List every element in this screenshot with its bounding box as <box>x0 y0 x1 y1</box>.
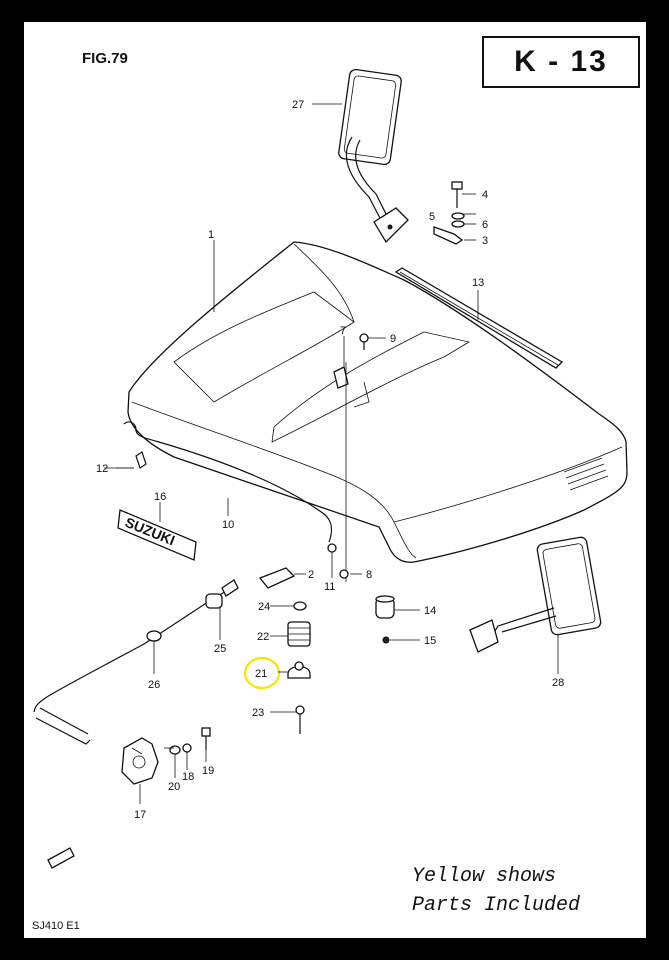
hood-striker <box>258 543 349 589</box>
callout-6: 6 <box>482 219 488 231</box>
diagram-sheet: SUZUKI <box>24 22 646 938</box>
callout-14: 14 <box>424 605 436 617</box>
hood-stay-hinge <box>333 333 369 582</box>
hood-panel <box>127 241 628 563</box>
callout-19: 19 <box>202 765 214 777</box>
callout-4: 4 <box>482 189 488 201</box>
page-code-box: K - 13 <box>482 36 640 88</box>
four-wd-badge <box>47 847 75 869</box>
callout-25: 25 <box>214 643 226 655</box>
note-line-2: Parts Included <box>412 894 581 917</box>
callout-5: 5 <box>429 211 435 223</box>
callout-10: 10 <box>222 519 234 531</box>
callout-15: 15 <box>424 635 436 647</box>
callout-3: 3 <box>482 235 488 247</box>
callout-26: 26 <box>148 679 160 691</box>
lock-spring-group <box>287 601 311 734</box>
callout-11: 11 <box>324 581 335 593</box>
hood-rubber-cushion <box>375 595 395 644</box>
parts-included-note: Yellow shows Parts Included <box>412 862 580 920</box>
mirror-left <box>338 68 409 244</box>
weatherstrip <box>394 267 564 369</box>
figure-title: FIG.79 <box>82 50 128 67</box>
callout-18: 18 <box>182 771 194 783</box>
bolt-washer-group <box>433 181 465 245</box>
highlight-circle-part-21 <box>243 656 281 690</box>
model-code: SJ410 E1 <box>32 920 80 932</box>
callout-8: 8 <box>366 569 372 581</box>
note-line-1: Yellow shows <box>412 865 557 888</box>
callout-20: 20 <box>168 781 180 793</box>
hood-vent <box>563 457 609 491</box>
callout-22: 22 <box>257 631 269 643</box>
callout-numbers: 27 4 5 6 3 1 13 7 9 12 16 10 2 11 8 24 1… <box>96 99 564 821</box>
callout-16: 16 <box>154 491 166 503</box>
release-lever-cable <box>33 579 239 745</box>
callout-23: 23 <box>252 707 264 719</box>
callout-27: 27 <box>292 99 304 111</box>
hood-parts-diagram: SUZUKI <box>33 68 628 869</box>
suzuki-emblem: SUZUKI <box>117 509 197 561</box>
callout-1: 1 <box>208 229 214 241</box>
emblem-text: SUZUKI <box>123 514 177 548</box>
callout-21: 21 <box>255 668 267 680</box>
callout-17: 17 <box>134 809 146 821</box>
callout-9: 9 <box>390 333 396 345</box>
callout-24: 24 <box>258 601 270 613</box>
callout-28: 28 <box>552 677 564 689</box>
hood-lock-assembly <box>121 727 211 785</box>
callout-12: 12 <box>96 463 108 475</box>
callout-2: 2 <box>308 569 314 581</box>
callout-7: 7 <box>340 325 346 337</box>
leader-lines <box>116 103 559 804</box>
mirror-right <box>469 536 602 653</box>
callout-13: 13 <box>472 277 484 289</box>
